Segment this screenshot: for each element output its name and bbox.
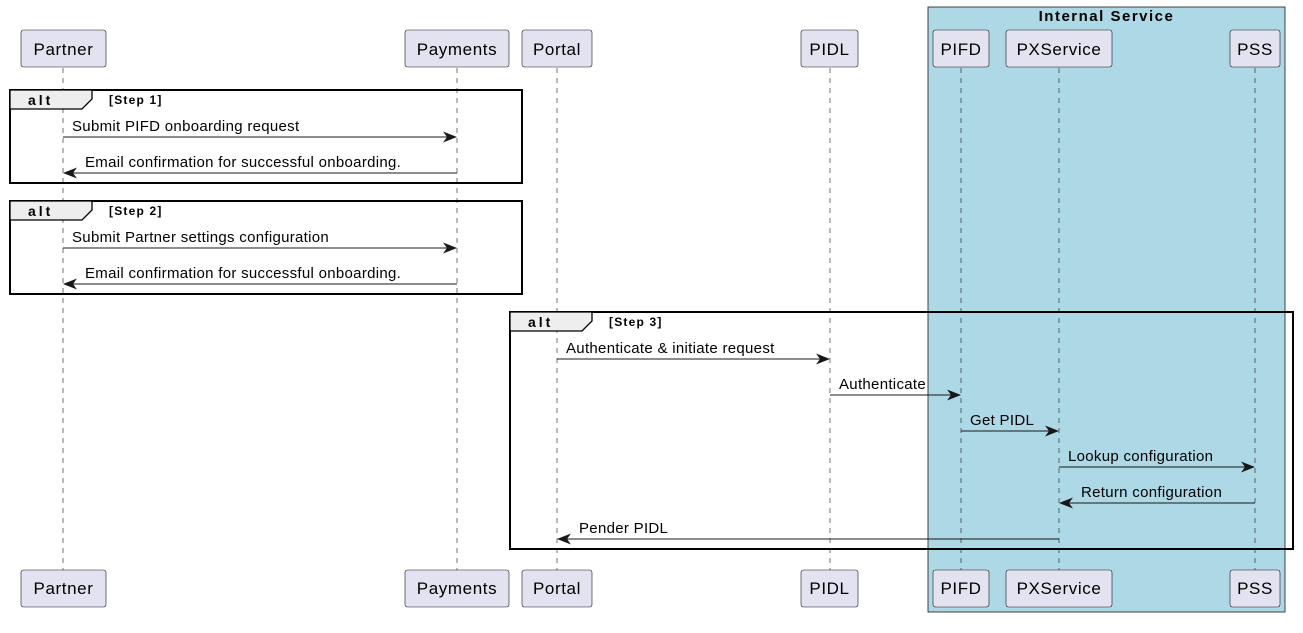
message-email-confirmation-1: Email confirmation for successful onboar…: [63, 154, 457, 179]
message-submit-pifd-onboarding: Submit PIFD onboarding request: [63, 118, 457, 143]
participant-label: Portal: [533, 579, 581, 598]
participant-portal-top: Portal: [521, 29, 593, 68]
internal-service-box: Internal Service: [927, 6, 1286, 613]
fragment-keyword: alt: [28, 92, 53, 108]
participant-partner-top: Partner: [20, 29, 107, 68]
participant-label: Payments: [417, 40, 497, 59]
participant-label: PIFD: [940, 579, 981, 598]
message-label: Authenticate & initiate request: [566, 340, 775, 357]
message-label: Submit PIFD onboarding request: [72, 118, 300, 135]
fragment-frame: [9, 89, 523, 184]
participant-label: PSS: [1237, 40, 1273, 59]
message-get-pidl: Get PIDL: [961, 412, 1059, 437]
participant-pidl-top: PIDL: [800, 29, 859, 68]
message-return-configuration: Return configuration: [1059, 484, 1255, 509]
participant-label: Partner: [34, 579, 94, 598]
participant-pifd-bottom: PIFD: [932, 569, 990, 608]
message-label: Authenticate: [839, 376, 926, 393]
arrowhead-icon: [816, 353, 830, 365]
message-email-confirmation-2: Email confirmation for successful onboar…: [63, 265, 457, 290]
participant-label: PIDL: [809, 40, 849, 59]
arrowhead-icon: [63, 167, 77, 179]
participant-pss-bottom: PSS: [1229, 569, 1281, 608]
arrowhead-icon: [443, 242, 457, 254]
participant-label: PIFD: [940, 40, 981, 59]
fragment-frame: [9, 200, 523, 295]
participants-top: Partner Payments Portal PIDL PIFD PXServ…: [20, 29, 1281, 68]
participant-portal-bottom: Portal: [521, 569, 593, 608]
participant-label: PIDL: [809, 579, 849, 598]
internal-service-box-background: [927, 6, 1286, 613]
participant-partner-bottom: Partner: [20, 569, 107, 608]
arrowhead-icon: [1045, 425, 1059, 437]
fragment-keyword: alt: [528, 314, 553, 330]
fragment-keyword: alt: [28, 203, 53, 219]
arrowhead-icon: [557, 533, 571, 545]
message-authenticate: Authenticate: [830, 376, 961, 401]
participant-payments-top: Payments: [404, 29, 510, 68]
message-authenticate-initiate: Authenticate & initiate request: [557, 340, 830, 365]
message-label: Lookup configuration: [1068, 448, 1213, 465]
participant-label: PSS: [1237, 579, 1273, 598]
arrowhead-icon: [947, 389, 961, 401]
participant-pxservice-top: PXService: [1005, 29, 1113, 68]
arrowhead-icon: [1241, 461, 1255, 473]
participant-payments-bottom: Payments: [404, 569, 510, 608]
internal-service-box-title: Internal Service: [1039, 8, 1175, 25]
arrowhead-icon: [443, 131, 457, 143]
message-label: Return configuration: [1081, 484, 1222, 501]
message-pender-pidl: Pender PIDL: [557, 520, 1059, 545]
message-label: Get PIDL: [970, 412, 1034, 429]
participant-pss-top: PSS: [1229, 29, 1281, 68]
participants-bottom: Partner Payments Portal PIDL PIFD PXServ…: [20, 569, 1281, 608]
participant-label: Portal: [533, 40, 581, 59]
alt-fragment-step-1: alt [Step 1]: [9, 89, 523, 184]
message-lookup-configuration: Lookup configuration: [1059, 448, 1255, 473]
messages: Submit PIFD onboarding request Email con…: [63, 118, 1255, 545]
fragment-tab: [9, 89, 93, 110]
fragment-guard: [Step 3]: [609, 315, 663, 329]
alt-fragment-step-3: alt [Step 3]: [509, 311, 1294, 550]
participant-pxservice-bottom: PXService: [1005, 569, 1113, 608]
fragment-frame: [509, 311, 1294, 550]
fragment-tab: [509, 311, 593, 332]
alt-fragment-step-2: alt [Step 2]: [9, 200, 523, 295]
message-label: Submit Partner settings configuration: [72, 229, 329, 246]
participant-pifd-top: PIFD: [932, 29, 990, 68]
arrowhead-icon: [63, 278, 77, 290]
participant-label: PXService: [1017, 40, 1102, 59]
participant-label: Payments: [417, 579, 497, 598]
participant-label: PXService: [1017, 579, 1102, 598]
message-label: Pender PIDL: [579, 520, 668, 537]
message-submit-partner-settings: Submit Partner settings configuration: [63, 229, 457, 254]
message-label: Email confirmation for successful onboar…: [85, 154, 401, 171]
arrowhead-icon: [1059, 497, 1073, 509]
message-label: Email confirmation for successful onboar…: [85, 265, 401, 282]
participant-pidl-bottom: PIDL: [800, 569, 859, 608]
fragment-guard: [Step 1]: [109, 93, 163, 107]
fragment-tab: [9, 200, 93, 221]
participant-label: Partner: [34, 40, 94, 59]
fragment-guard: [Step 2]: [109, 204, 163, 218]
